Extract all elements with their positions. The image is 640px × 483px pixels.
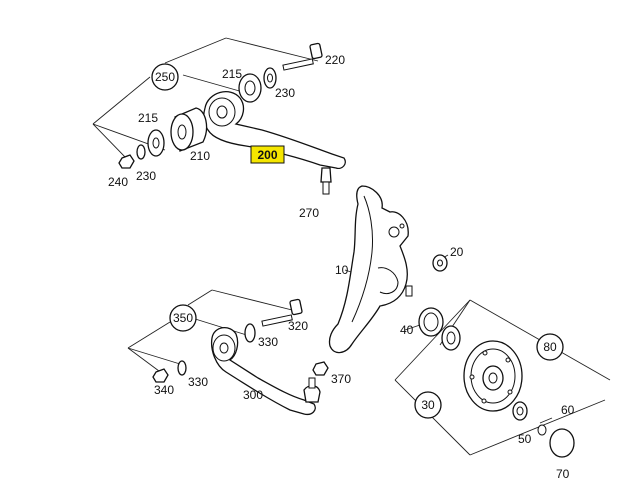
label-230b: 230: [136, 169, 156, 183]
label-370: 370: [331, 372, 351, 386]
washer-230-icon: [263, 67, 277, 89]
label-50: 50: [518, 432, 532, 446]
nut-340-icon: [152, 368, 169, 383]
label-230a: 230: [275, 86, 295, 100]
bearing-icon: [441, 325, 461, 351]
label-300: 300: [243, 388, 263, 402]
pin-60-icon: [537, 417, 553, 436]
label-210: 210: [190, 149, 210, 163]
nut-370-icon: [312, 361, 329, 376]
callout-30[interactable]: 30: [414, 391, 442, 419]
bushing-210-icon: [170, 107, 208, 152]
callout-350[interactable]: 350: [169, 304, 197, 332]
nut-240-icon: [118, 154, 135, 169]
callout-30-label: 30: [421, 398, 435, 412]
washer-230b-icon: [136, 144, 146, 160]
arm-300-icon: [210, 327, 321, 416]
label-330b: 330: [188, 375, 208, 389]
label-220: 220: [325, 53, 345, 67]
bolt-320-icon: [261, 298, 303, 327]
callout-250[interactable]: 250: [151, 63, 179, 91]
label-330a: 330: [258, 335, 278, 349]
label-240: 240: [108, 175, 128, 189]
callout-250-label: 250: [155, 70, 175, 84]
label-40: 40: [400, 323, 414, 337]
lower-arm-assembly: [152, 298, 329, 416]
washer-330-icon: [244, 323, 256, 343]
label-20: 20: [450, 245, 464, 259]
bushing-215-icon: [238, 73, 262, 103]
bolt-220-icon: [282, 42, 323, 71]
nut-20-icon: [432, 254, 448, 272]
seal-40-icon: [418, 307, 444, 337]
wheel-hub-icon: [463, 340, 523, 412]
part-labels: 220 215 230 215 210 240 230 270 10 20 40…: [108, 53, 575, 481]
label-70: 70: [556, 467, 570, 481]
nut-50-icon: [512, 401, 528, 421]
label-10: 10: [335, 263, 349, 277]
label-340: 340: [154, 383, 174, 397]
steering-knuckle-10-icon: [328, 185, 413, 354]
label-320: 320: [288, 319, 308, 333]
highlight-200[interactable]: 200: [250, 145, 285, 164]
label-215b: 215: [138, 111, 158, 125]
callout-80[interactable]: 80: [536, 333, 564, 361]
callout-80-label: 80: [543, 340, 557, 354]
upper-arm-assembly: [118, 42, 346, 195]
cap-70-icon: [549, 428, 575, 458]
control-arm-200-icon: [203, 91, 346, 195]
bushing-215b-icon: [147, 129, 165, 157]
label-60: 60: [561, 403, 575, 417]
label-215a: 215: [222, 67, 242, 81]
label-270: 270: [299, 206, 319, 220]
highlight-200-label: 200: [257, 148, 277, 162]
washer-330b-icon: [177, 360, 187, 376]
callout-350-label: 350: [173, 311, 193, 325]
